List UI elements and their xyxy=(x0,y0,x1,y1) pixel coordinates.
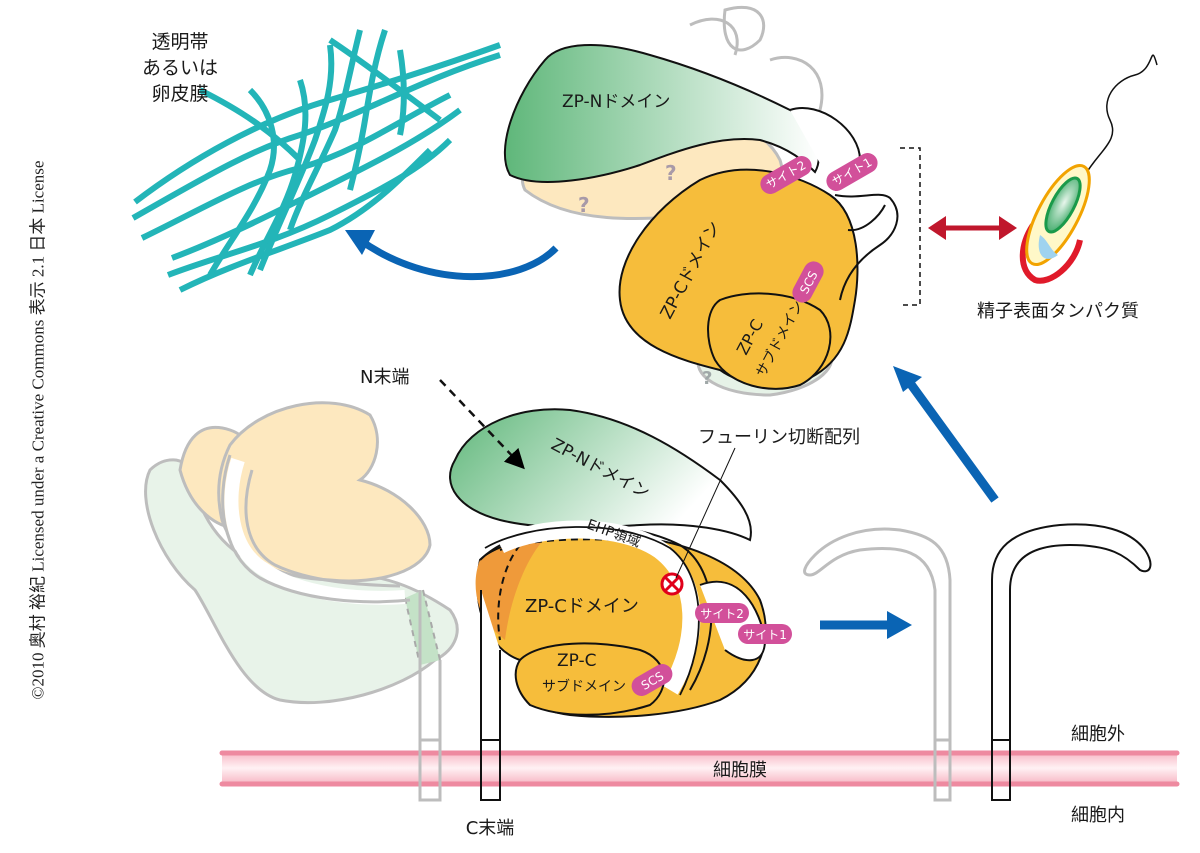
svg-text:サイト1: サイト1 xyxy=(743,628,787,642)
cleavage-arrow xyxy=(820,611,912,639)
bottom-site1-badge: サイト1 xyxy=(738,624,792,644)
furin-site-label: フューリン切断配列 xyxy=(698,427,860,448)
bottom-scs-badge: SCS xyxy=(631,664,673,696)
zona-label-line3: 卵皮膜 xyxy=(151,83,208,105)
sperm-protein-label: 精子表面タンパク質 xyxy=(977,301,1139,322)
top-scs-badge: SCS xyxy=(792,261,824,303)
ghost-transmembrane xyxy=(933,738,952,802)
interaction-region-bracket xyxy=(900,147,921,306)
sperm-icon xyxy=(1019,54,1158,284)
binding-double-arrow xyxy=(928,216,1017,240)
n-terminus-arrow xyxy=(439,379,525,470)
furin-leader-line xyxy=(675,447,736,579)
bottom-protein: ZP-Nドメイン N末端 EHP領域 ZP-Cドメイン ZP-C サブドメイン … xyxy=(360,367,792,801)
zona-fibers xyxy=(131,29,502,293)
ghost-transmembrane xyxy=(418,738,442,802)
zona-label-line2: あるいは xyxy=(142,57,218,79)
unknown-mark: ? xyxy=(578,193,590,217)
bottom-zp-c-sub-line2: サブドメイン xyxy=(542,678,626,695)
furin-cleavage-icon xyxy=(660,572,684,596)
bottom-zp-c-sub-line1: ZP-C xyxy=(557,651,597,671)
cell-membrane xyxy=(219,750,1180,787)
ghost-protein xyxy=(144,401,459,802)
arrowhead-icon xyxy=(345,230,375,255)
intracellular-label: 細胞内 xyxy=(1071,805,1125,826)
c-terminus-label: C末端 xyxy=(466,818,515,839)
bottom-site2-badge: サイト2 xyxy=(695,603,749,623)
polymerization-arrow xyxy=(345,230,559,281)
transmembrane-segment xyxy=(991,739,1011,801)
top-protein: ? ? ZP-Nドメイン ? ZP-Cドメイン ZP-C サブドメイン サイト2… xyxy=(503,5,921,397)
bottom-zp-c-label: ZP-Cドメイン xyxy=(525,596,639,617)
secretion-arrow xyxy=(893,366,999,503)
unknown-mark: ? xyxy=(665,161,677,185)
svg-text:サイト2: サイト2 xyxy=(700,607,744,621)
top-zp-n-label: ZP-Nドメイン xyxy=(562,92,670,112)
transmembrane-segment xyxy=(480,739,501,801)
n-terminus-label: N末端 xyxy=(360,367,409,388)
zona-label-line1: 透明帯 xyxy=(151,31,208,53)
extracellular-label: 細胞外 xyxy=(1071,724,1125,745)
unknown-mark: ? xyxy=(702,368,712,389)
membrane-label: 細胞膜 xyxy=(713,760,767,781)
